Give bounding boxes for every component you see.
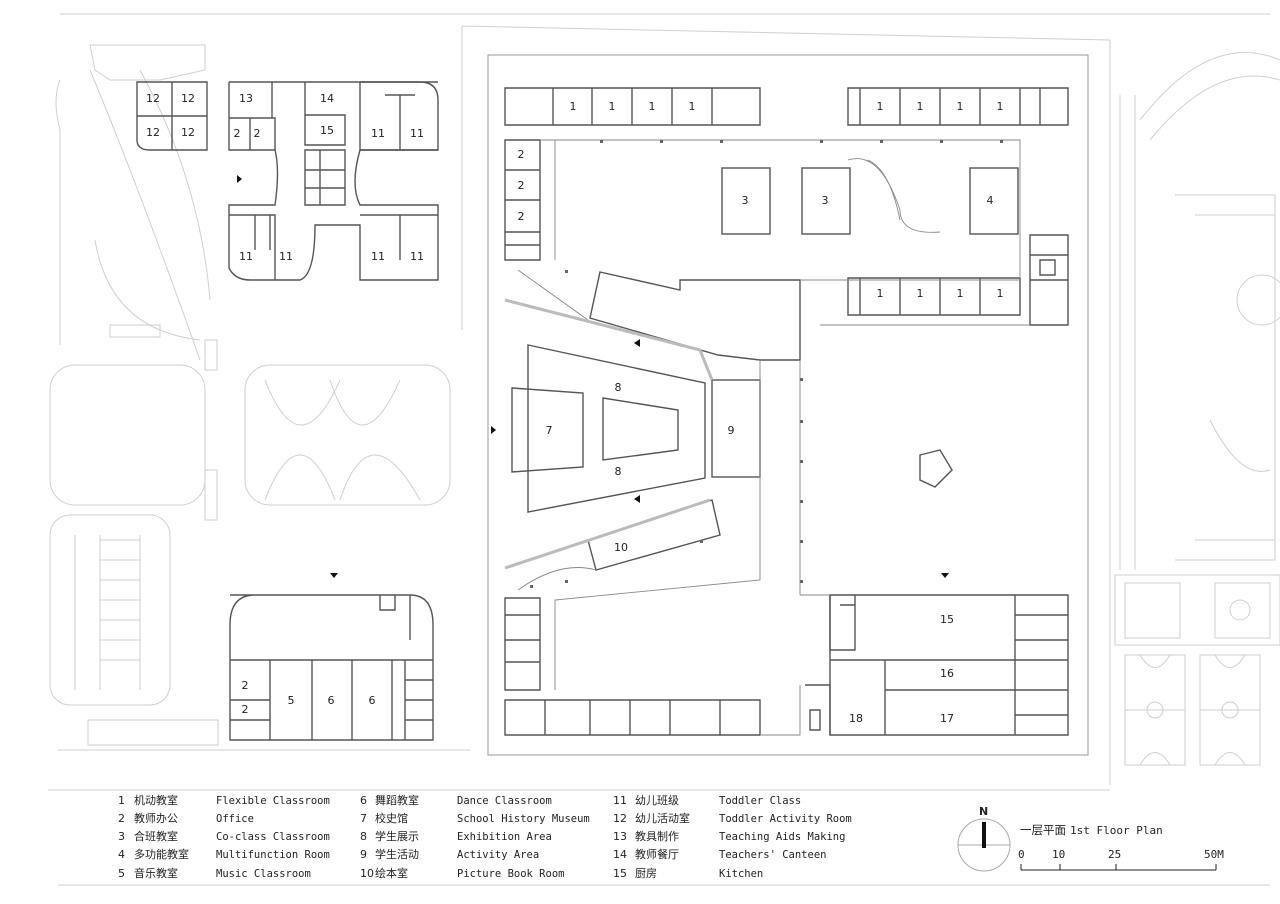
room-label: 1 (877, 100, 884, 113)
room-label: 3 (742, 194, 749, 207)
room-label: 1 (997, 287, 1004, 300)
room-label: 11 (410, 127, 424, 140)
room-label: 14 (320, 92, 334, 105)
room-label: 1 (957, 100, 964, 113)
room-label: 2 (518, 210, 525, 223)
room-label: 13 (239, 92, 253, 105)
room-label: 11 (279, 250, 293, 263)
room-label: 11 (410, 250, 424, 263)
room-label: 16 (940, 667, 954, 680)
room-label: 11 (371, 250, 385, 263)
room-label: 8 (615, 465, 622, 478)
room-label: 8 (615, 381, 622, 394)
north-arrow-icon (957, 818, 1011, 872)
scale-label-50: 50M (1204, 848, 1224, 861)
room-label: 10 (614, 541, 628, 554)
plan-title-en: 1st Floor Plan (1070, 824, 1163, 837)
room-label: 1 (917, 287, 924, 300)
room-label: 2 (518, 148, 525, 161)
room-label: 5 (288, 694, 295, 707)
room-label: 4 (987, 194, 994, 207)
room-label: 1 (877, 287, 884, 300)
room-label: 1 (689, 100, 696, 113)
room-label: 6 (369, 694, 376, 707)
room-label: 7 (546, 424, 553, 437)
room-label: 2 (518, 179, 525, 192)
room-label: 1 (917, 100, 924, 113)
scale-label-10: 10 (1052, 848, 1066, 861)
room-label: 2 (242, 703, 249, 716)
room-label: 15 (320, 124, 334, 137)
room-label: 11 (239, 250, 253, 263)
room-label: 17 (940, 712, 954, 725)
scale-bar (1020, 864, 1217, 871)
room-label: 1 (570, 100, 577, 113)
room-label: 18 (849, 712, 863, 725)
room-label: 2 (242, 679, 249, 692)
room-label: 1 (649, 100, 656, 113)
room-label: 1 (609, 100, 616, 113)
room-label: 15 (940, 613, 954, 626)
room-label: 12 (146, 126, 160, 139)
room-label: 1 (957, 287, 964, 300)
plan-title-cn: 一层平面 (1020, 823, 1066, 837)
room-label: 6 (328, 694, 335, 707)
room-label: 2 (234, 127, 241, 140)
scale-label-0: 0 (1018, 848, 1025, 861)
room-label: 12 (181, 126, 195, 139)
scale-label-25: 25 (1108, 848, 1122, 861)
room-label: 2 (254, 127, 261, 140)
north-label: N (979, 805, 989, 818)
plan-title: 一层平面 1st Floor Plan (1020, 822, 1163, 838)
room-label: 12 (146, 92, 160, 105)
room-label: 11 (371, 127, 385, 140)
room-label: 12 (181, 92, 195, 105)
room-label: 3 (822, 194, 829, 207)
room-label: 1 (997, 100, 1004, 113)
room-label: 9 (728, 424, 735, 437)
